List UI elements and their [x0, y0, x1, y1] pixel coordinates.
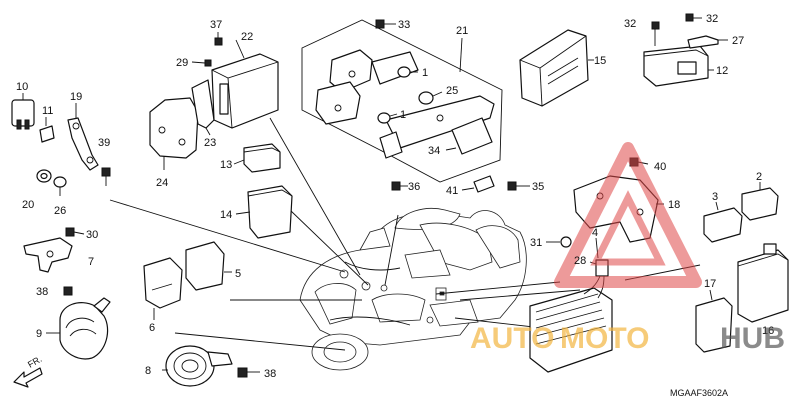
callout-38a: 38	[36, 286, 48, 298]
callout-19: 19	[70, 91, 82, 103]
callout-10: 10	[16, 81, 28, 93]
callout-6: 6	[149, 322, 155, 334]
cover-part-3	[703, 201, 743, 243]
clip-part-11	[39, 117, 55, 143]
grommet-part-20	[36, 169, 52, 183]
callout-17: 17	[704, 278, 716, 290]
callout-15: 15	[594, 55, 606, 67]
unit-part-12	[643, 45, 714, 87]
bolt-part-39	[101, 167, 111, 186]
bracket-part-6	[143, 257, 183, 320]
watermark-hub: HUB	[720, 322, 785, 355]
callout-31: 31	[530, 237, 542, 249]
watermark-triangle	[554, 142, 702, 288]
callout-21: 21	[456, 25, 468, 37]
key-part-27	[687, 35, 728, 49]
bracket-part-7	[23, 237, 73, 273]
front-arrow	[13, 367, 43, 388]
screw-part-37	[214, 32, 223, 46]
callout-8: 8	[145, 365, 151, 377]
nut-part-1a	[397, 66, 418, 78]
callout-23: 23	[204, 137, 216, 149]
callout-20: 20	[22, 199, 34, 211]
bolt-part-30	[65, 227, 85, 237]
bolt-part-38b	[237, 367, 260, 378]
watermark-auto: AUTO	[470, 322, 554, 355]
callout-5: 5	[235, 268, 241, 280]
callout-3: 3	[712, 191, 718, 203]
callout-33: 33	[398, 19, 410, 31]
callout-7: 7	[88, 256, 94, 268]
bolt-part-36	[391, 181, 408, 191]
callout-39: 39	[98, 137, 110, 149]
unit-part-15	[519, 29, 594, 107]
callout-34: 34	[428, 145, 440, 157]
collar-part-26	[53, 176, 67, 196]
callout-41: 41	[446, 185, 458, 197]
callout-25: 25	[446, 85, 458, 97]
bracket-part-23	[191, 79, 215, 136]
callout-32a: 32	[624, 18, 636, 30]
cover-part-14	[235, 185, 293, 239]
callout-30: 30	[86, 229, 98, 241]
callout-1a: 1	[422, 67, 428, 79]
clip-part-41	[461, 175, 495, 193]
screw-part-32b	[685, 13, 702, 22]
callout-29: 29	[176, 57, 188, 69]
callout-28: 28	[574, 255, 586, 267]
callout-24: 24	[156, 177, 168, 189]
callout-26: 26	[54, 205, 66, 217]
leader-lines	[109, 117, 701, 351]
callout-11: 11	[42, 105, 53, 117]
grommet-part-25	[418, 91, 443, 105]
bolt-part-38a	[63, 286, 73, 296]
watermark-text: AUTO MOTO HUB	[470, 322, 785, 355]
callout-37: 37	[210, 19, 222, 31]
callout-1b: 1	[400, 109, 406, 121]
connector-part-13	[233, 143, 281, 173]
callout-35: 35	[532, 181, 544, 193]
callout-16: 16	[762, 325, 774, 337]
callout-40: 40	[654, 161, 666, 173]
bracket-assembly-part-21	[301, 19, 503, 183]
connector-part-17	[695, 289, 733, 353]
callout-labels: 1 1 2 3 4 5 6 7 8 9 10 11 12 13 14 15 16…	[16, 13, 774, 398]
ecu-part-22	[211, 39, 279, 129]
callout-32b: 32	[706, 13, 718, 25]
horn-part-8	[162, 345, 233, 387]
screw-part-32a	[651, 21, 660, 46]
callout-18: 18	[668, 199, 680, 211]
front-label: FR.	[26, 354, 44, 370]
watermark	[554, 142, 702, 288]
relay-part-10	[11, 93, 35, 130]
pad-part-34	[445, 117, 493, 155]
nut-part-1b	[377, 112, 398, 124]
unit-part-16	[737, 243, 789, 323]
callout-2: 2	[756, 171, 762, 183]
nut-part-33	[375, 19, 396, 29]
callout-22: 22	[241, 31, 253, 43]
callout-14: 14	[220, 209, 232, 221]
bolt-part-35	[507, 181, 530, 191]
diagram-code: MGAAF3602A	[670, 388, 728, 398]
bracket-part-19	[67, 103, 99, 171]
callout-12: 12	[716, 65, 728, 77]
callout-36: 36	[408, 181, 420, 193]
callout-9: 9	[36, 328, 42, 340]
callout-27: 27	[732, 35, 744, 47]
callout-38b: 38	[264, 368, 276, 380]
motorcycle-outline	[299, 208, 527, 371]
callout-13: 13	[220, 159, 232, 171]
horn-part-9	[46, 297, 111, 360]
pad-part-5	[185, 241, 232, 291]
grommet-part-31	[546, 236, 572, 248]
callout-4: 4	[592, 227, 598, 239]
connector-part-2	[741, 182, 779, 221]
bracket-part-24	[149, 97, 199, 170]
watermark-moto: MOTO	[560, 322, 649, 355]
screw-part-29	[191, 59, 212, 67]
